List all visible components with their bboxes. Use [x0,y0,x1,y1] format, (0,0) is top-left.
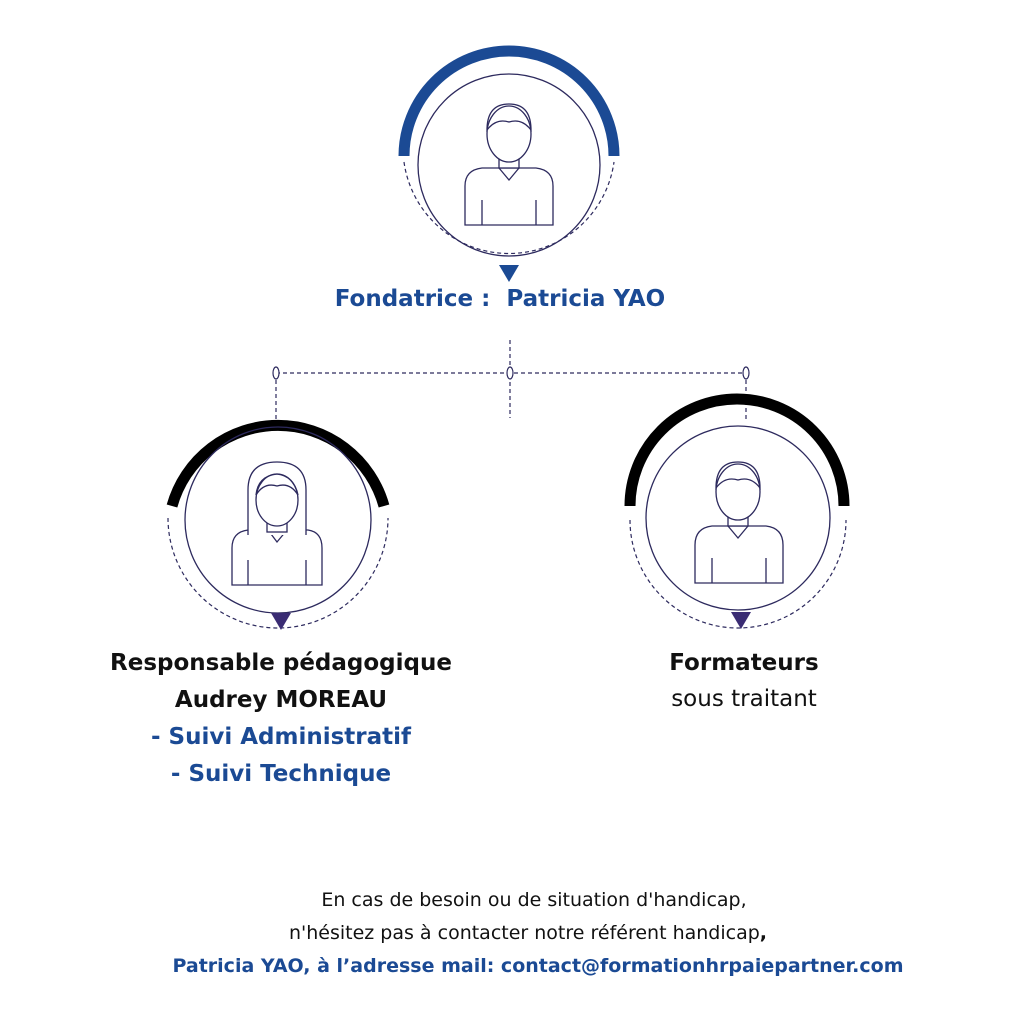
footer-contact: Patricia YAO, à l’adresse mail: contact@… [172,955,904,977]
footer-note: En cas de besoin ou de situation d'handi… [100,884,976,983]
founder-circle [417,73,601,257]
trainers-role: Formateurs [669,650,819,676]
manager-duty-administrative: - Suivi Administratif [150,724,412,750]
founder-dashed-arc [403,161,615,255]
man-avatar-icon [694,461,784,584]
trainers-subtitle: sous traitant [671,686,817,712]
footer-line-2-comma: , [759,922,768,944]
footer-line-1: En cas de besoin ou de situation d'handi… [321,889,747,911]
manager-duty-technical: - Suivi Technique [170,761,392,787]
pedagogical-manager-node [166,419,390,630]
trainers-pointer [731,612,751,629]
founder-name: Patricia YAO [506,286,666,312]
manager-role: Responsable pédagogique [110,650,452,676]
woman-avatar-icon [231,461,323,586]
trainers-dashed-arc [629,519,847,629]
trainers-label: Formateurs sous traitant [594,645,894,717]
connector-joints [272,366,750,380]
manager-dashed-arc [167,517,389,629]
manager-arc [166,419,390,508]
founder-label: Fondatrice : Patricia YAO [300,286,700,312]
founder-role: Fondatrice : [334,286,491,312]
manager-name: Audrey MOREAU [174,687,388,713]
founder-arc [398,45,620,157]
founder-pointer [499,265,519,282]
joint-right [742,366,750,380]
trainers-node [624,393,850,629]
founder-node [398,45,620,282]
joint-left [272,366,280,380]
man-avatar-icon [464,103,554,226]
trainers-circle [645,425,831,611]
connector-lines [275,340,747,420]
manager-label: Responsable pédagogique Audrey MOREAU - … [81,645,481,793]
trainers-arc [624,393,850,507]
footer-line-2-text: n'hésitez pas à contacter notre référent… [288,922,760,944]
footer-line-2: n'hésitez pas à contacter notre référent… [90,917,966,950]
joint-center [506,366,514,380]
manager-pointer [271,613,291,630]
